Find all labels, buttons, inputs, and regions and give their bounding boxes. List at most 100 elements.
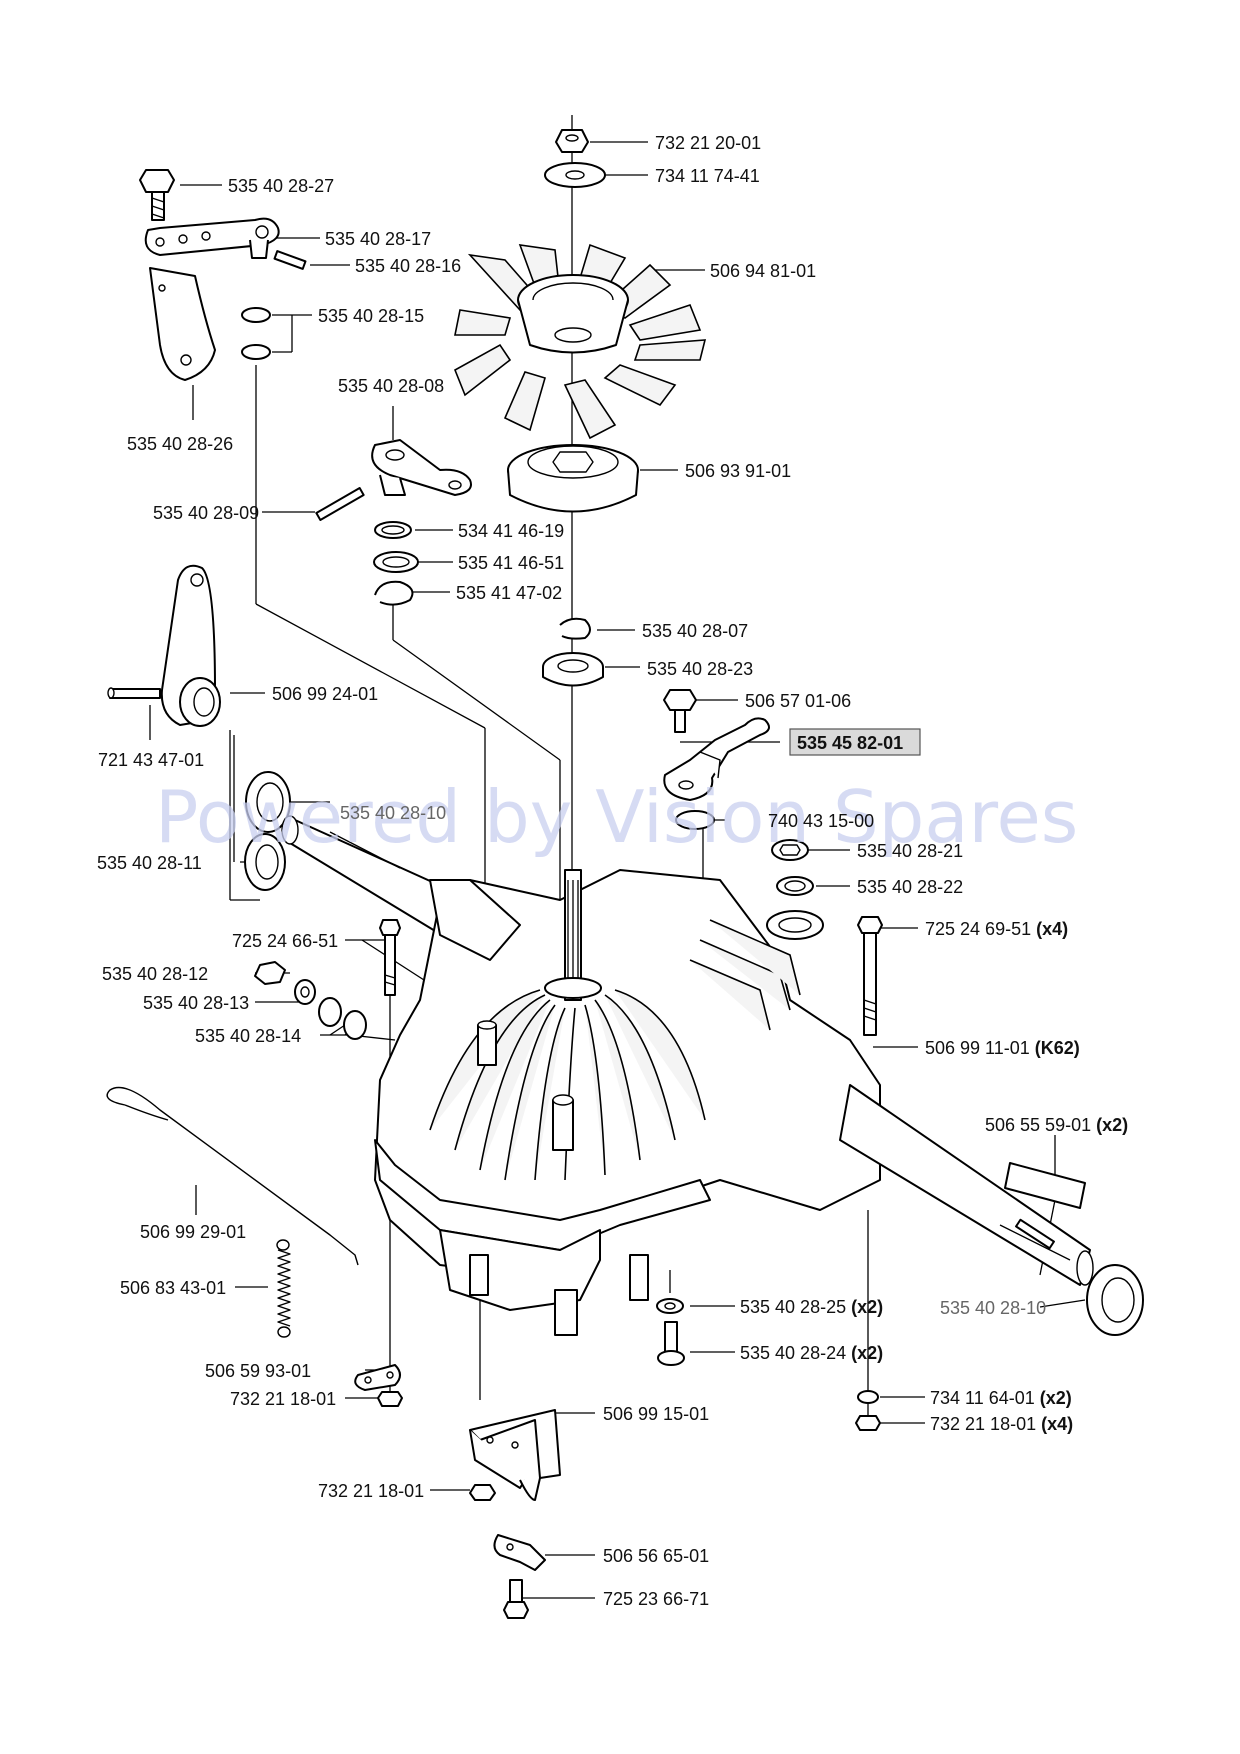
label-732-21-18-01-right: 732 21 18-01 (x4) (930, 1414, 1073, 1434)
watermark-text: Powered by Vision Spares (155, 775, 1078, 859)
label-725-23-66-71: 725 23 66-71 (603, 1589, 709, 1609)
o-rings-15-part (241, 307, 271, 360)
label-535-40-28-23: 535 40 28-23 (647, 659, 753, 679)
bolt-06-part (663, 689, 697, 733)
nut-18-01-right-part (855, 1415, 881, 1431)
link-59-93-part (354, 1364, 401, 1391)
seal-11-part (244, 833, 286, 891)
label-734-11-64-01-number: 734 11 64-01 (930, 1388, 1035, 1408)
label-506-94-81-01: 506 94 81-01 (710, 261, 816, 281)
bolt-27-part (139, 169, 175, 221)
bolt-66-71-part (503, 1579, 529, 1619)
label-535-40-28-11: 535 40 28-11 (97, 853, 202, 873)
label-721-43-47-01: 721 43 47-01 (98, 750, 204, 770)
label-734-11-64-01-qty: (x2) (1040, 1388, 1072, 1408)
spring-43-part (276, 1239, 291, 1338)
label-535-40-28-24-qty: (x2) (851, 1343, 883, 1363)
washer-top-part (544, 162, 606, 188)
label-535-41-47-02: 535 41 47-02 (456, 583, 562, 603)
arm-24-part (160, 564, 221, 727)
washer-64-01-part (857, 1390, 879, 1404)
label-725-24-66-51: 725 24 66-51 (232, 931, 338, 951)
label-506-56-65-01: 506 56 65-01 (603, 1546, 709, 1566)
label-734-11-64-01: 734 11 64-01 (x2) (930, 1388, 1072, 1408)
label-535-40-28-09: 535 40 28-09 (153, 503, 259, 523)
part-number-labels: 732 21 20-01 734 11 74-41 535 40 28-27 5… (97, 133, 1128, 1609)
label-535-40-28-27: 535 40 28-27 (228, 176, 334, 196)
bolt-66-51-part (379, 919, 401, 996)
circlip-02-part (374, 580, 414, 606)
label-506-99-29-01: 506 99 29-01 (140, 1222, 246, 1242)
lever-08-part (371, 439, 472, 496)
label-535-40-28-25-number: 535 40 28-25 (740, 1297, 846, 1317)
bearing-51-part (373, 551, 419, 573)
label-725-24-69-51-number: 725 24 69-51 (925, 919, 1031, 939)
label-535-40-28-24-number: 535 40 28-24 (740, 1343, 846, 1363)
label-535-40-28-16: 535 40 28-16 (355, 256, 461, 276)
lever-17-part (144, 217, 280, 259)
label-535-45-82-01: 535 45 82-01 (797, 733, 903, 753)
label-535-40-28-10-right: 535 40 28-10 (940, 1298, 1046, 1318)
plug-21-part (771, 839, 809, 861)
label-535-40-28-12: 535 40 28-12 (102, 964, 208, 984)
fan-part (453, 243, 707, 440)
washer-22-part (776, 876, 814, 896)
o-ring-740-part (675, 810, 715, 830)
label-732-21-18-01-left: 732 21 18-01 (230, 1389, 336, 1409)
nut-18-01-bottom-part (469, 1484, 496, 1501)
label-535-40-28-08: 535 40 28-08 (338, 376, 444, 396)
nut-18-01-left-part (377, 1391, 403, 1407)
label-506-57-01-06: 506 57 01-06 (745, 691, 851, 711)
pin-721-part (107, 687, 161, 699)
label-732-21-18-01-right-number: 732 21 18-01 (930, 1414, 1036, 1434)
label-535-40-28-24: 535 40 28-24 (x2) (740, 1343, 883, 1363)
selector-lever-82-part (663, 717, 770, 801)
bolt-69-51-part (857, 916, 883, 1036)
highlight-box-535-45-82-01 (789, 728, 921, 756)
bracket-15-01-part (469, 1409, 561, 1501)
label-740-43-15-00: 740 43 15-00 (768, 811, 874, 831)
label-506-99-11-01-number: 506 99 11-01 (925, 1038, 1030, 1058)
nut-top-part (555, 129, 589, 153)
o-rings-14-part (318, 997, 367, 1040)
bearing-23-part (542, 652, 604, 687)
label-535-40-28-10-left: 535 40 28-10 (340, 803, 446, 823)
label-535-40-28-21: 535 40 28-21 (857, 841, 963, 861)
label-506-99-24-01: 506 99 24-01 (272, 684, 378, 704)
bracket-65-01-part (493, 1534, 546, 1571)
label-535-40-28-22: 535 40 28-22 (857, 877, 963, 897)
rod-29-part (106, 1086, 359, 1266)
transmission-housing-part (374, 869, 881, 1336)
label-535-40-28-14: 535 40 28-14 (195, 1026, 301, 1046)
pin-16-part (273, 250, 307, 270)
label-506-99-15-01: 506 99 15-01 (603, 1404, 709, 1424)
washer-25-part (656, 1298, 684, 1314)
label-535-40-28-25: 535 40 28-25 (x2) (740, 1297, 883, 1317)
key-55-59-part (1004, 1162, 1086, 1209)
label-535-40-28-13: 535 40 28-13 (143, 993, 249, 1013)
label-535-40-28-15: 535 40 28-15 (318, 306, 424, 326)
label-535-40-28-07: 535 40 28-07 (642, 621, 748, 641)
label-732-21-18-01-bottom: 732 21 18-01 (318, 1481, 424, 1501)
label-506-83-43-01: 506 83 43-01 (120, 1278, 226, 1298)
label-506-59-93-01: 506 59 93-01 (205, 1361, 311, 1381)
bolt-24-part (657, 1321, 685, 1366)
label-506-55-59-01-qty: (x2) (1096, 1115, 1128, 1135)
label-732-21-20-01: 732 21 20-01 (655, 133, 761, 153)
pin-09-part (315, 487, 365, 521)
label-535-40-28-26: 535 40 28-26 (127, 434, 233, 454)
seal-10-right-part (1086, 1264, 1144, 1336)
plate-26-part (149, 267, 216, 381)
label-535-40-28-25-qty: (x2) (851, 1297, 883, 1317)
label-725-24-69-51: 725 24 69-51 (x4) (925, 919, 1068, 939)
washer-19-part (374, 521, 412, 539)
washer-13-part (294, 979, 316, 1005)
label-535-40-28-17: 535 40 28-17 (325, 229, 431, 249)
label-506-93-91-01: 506 93 91-01 (685, 461, 791, 481)
nut-12-part (254, 961, 286, 985)
seal-10-left-part (245, 771, 291, 833)
label-725-24-69-51-qty: (x4) (1036, 919, 1068, 939)
e-clip-07-part (559, 617, 591, 640)
label-506-55-59-01: 506 55 59-01 (x2) (985, 1115, 1128, 1135)
